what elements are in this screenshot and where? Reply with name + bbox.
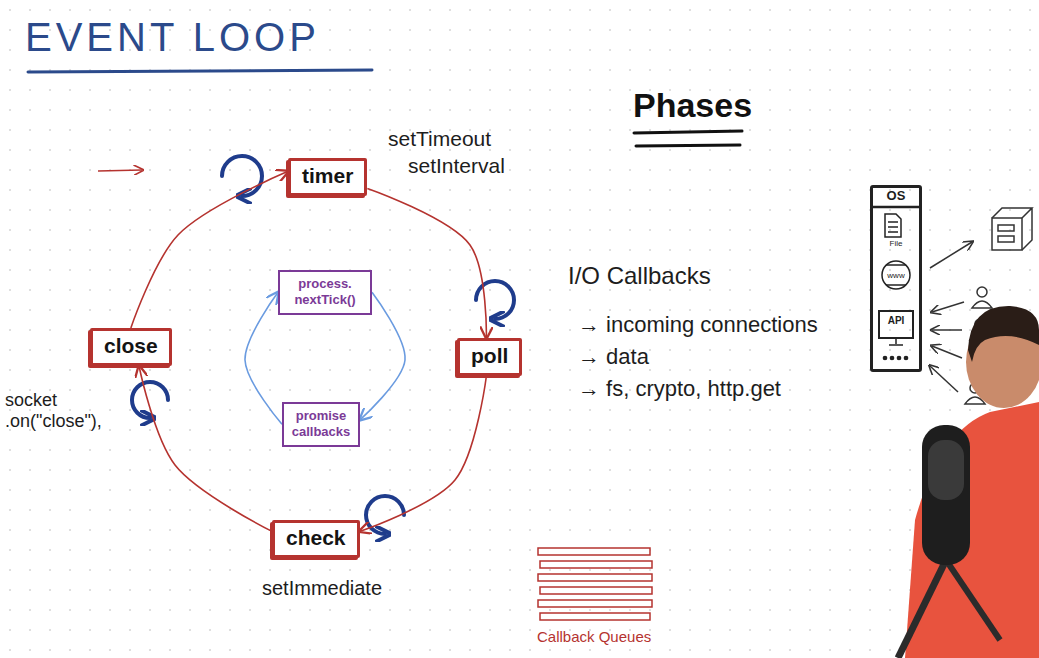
flow-arrow — [367, 188, 486, 338]
file-line — [888, 221, 898, 223]
queue-bar — [538, 574, 652, 581]
icon-label: API — [873, 315, 919, 326]
api-note: setImmediate — [262, 577, 382, 600]
flow-arrow — [245, 292, 282, 424]
flow-arrow — [360, 376, 487, 531]
queue-bar — [538, 600, 652, 607]
loop-circle — [222, 156, 262, 196]
file-line — [888, 226, 898, 228]
server-sketch — [930, 208, 1032, 268]
api-note: socket .on("close"), — [5, 390, 130, 431]
client-arrow — [930, 366, 958, 392]
queue-caption: Callback Queues — [537, 628, 651, 645]
microtask-box: process. nextTick() — [278, 270, 372, 315]
callback-queue-bars — [538, 548, 652, 620]
heading-underline — [636, 145, 740, 146]
client-head — [977, 287, 987, 297]
os-tower-icons — [870, 207, 922, 360]
server-box — [992, 218, 1022, 250]
flow-arrow — [131, 171, 288, 328]
phase-box: timer — [288, 158, 367, 196]
server-slot — [998, 225, 1014, 231]
mic-grille — [928, 440, 964, 500]
globe-line — [886, 284, 906, 286]
microtask-box: promise callbacks — [282, 402, 360, 447]
queue-bar — [540, 587, 652, 594]
api-note: setInterval — [408, 154, 505, 178]
monitor-stand — [895, 338, 897, 344]
api-note: setTimeout — [388, 127, 491, 151]
icon-label: OS — [873, 189, 919, 203]
bullet-note: → data — [578, 344, 649, 369]
file-icon — [885, 214, 901, 237]
mic-arm — [946, 560, 1000, 640]
box-label: close — [104, 334, 158, 358]
icon-label: File — [873, 240, 919, 249]
queue-bar — [538, 548, 650, 555]
bullet-note: → incoming connections — [578, 312, 818, 337]
box-label: check — [286, 526, 346, 550]
tower-dot — [897, 356, 900, 359]
phase-box: check — [272, 520, 360, 558]
server-box — [992, 208, 1032, 250]
client-arrow — [932, 329, 962, 331]
tower-dot — [883, 356, 886, 359]
diagram-title: EVENT LOOP — [25, 14, 320, 60]
box-label: promise callbacks — [290, 408, 352, 441]
server-slot — [998, 236, 1014, 242]
tower-dot — [890, 356, 893, 359]
box-label: poll — [471, 344, 508, 368]
phase-note: I/O Callbacks — [568, 262, 711, 290]
loop-circle — [476, 281, 514, 319]
flow-arrow — [139, 366, 272, 531]
microphone — [922, 425, 970, 565]
phase-box: poll — [457, 338, 522, 376]
loop-circle — [132, 382, 168, 418]
os-tower: OS File wwwAPI — [870, 185, 922, 372]
queue-bar — [540, 561, 652, 568]
phase-box: close — [90, 328, 172, 366]
client-arrow — [932, 302, 964, 312]
heading-underline — [634, 131, 742, 133]
icon-label: www — [873, 272, 919, 281]
presenter-shirt — [905, 402, 1039, 658]
box-label: process. nextTick() — [286, 276, 364, 309]
request-arrow — [930, 242, 972, 268]
box-label: timer — [302, 164, 353, 188]
monitor-stand — [889, 344, 903, 346]
client-body — [972, 301, 992, 308]
bullet-note: → fs, crypto, http.get — [578, 376, 781, 401]
tower-divider — [870, 206, 922, 209]
queue-bar — [540, 613, 650, 620]
entry-arrow — [98, 170, 142, 171]
client-arrow — [932, 346, 962, 358]
tower-dot — [904, 356, 907, 359]
mic-stand — [898, 560, 946, 658]
section-heading: Phases — [633, 86, 752, 125]
file-line — [888, 231, 898, 233]
presenter-hair — [968, 306, 1039, 362]
globe-line — [886, 264, 906, 266]
title-underline — [28, 70, 372, 72]
